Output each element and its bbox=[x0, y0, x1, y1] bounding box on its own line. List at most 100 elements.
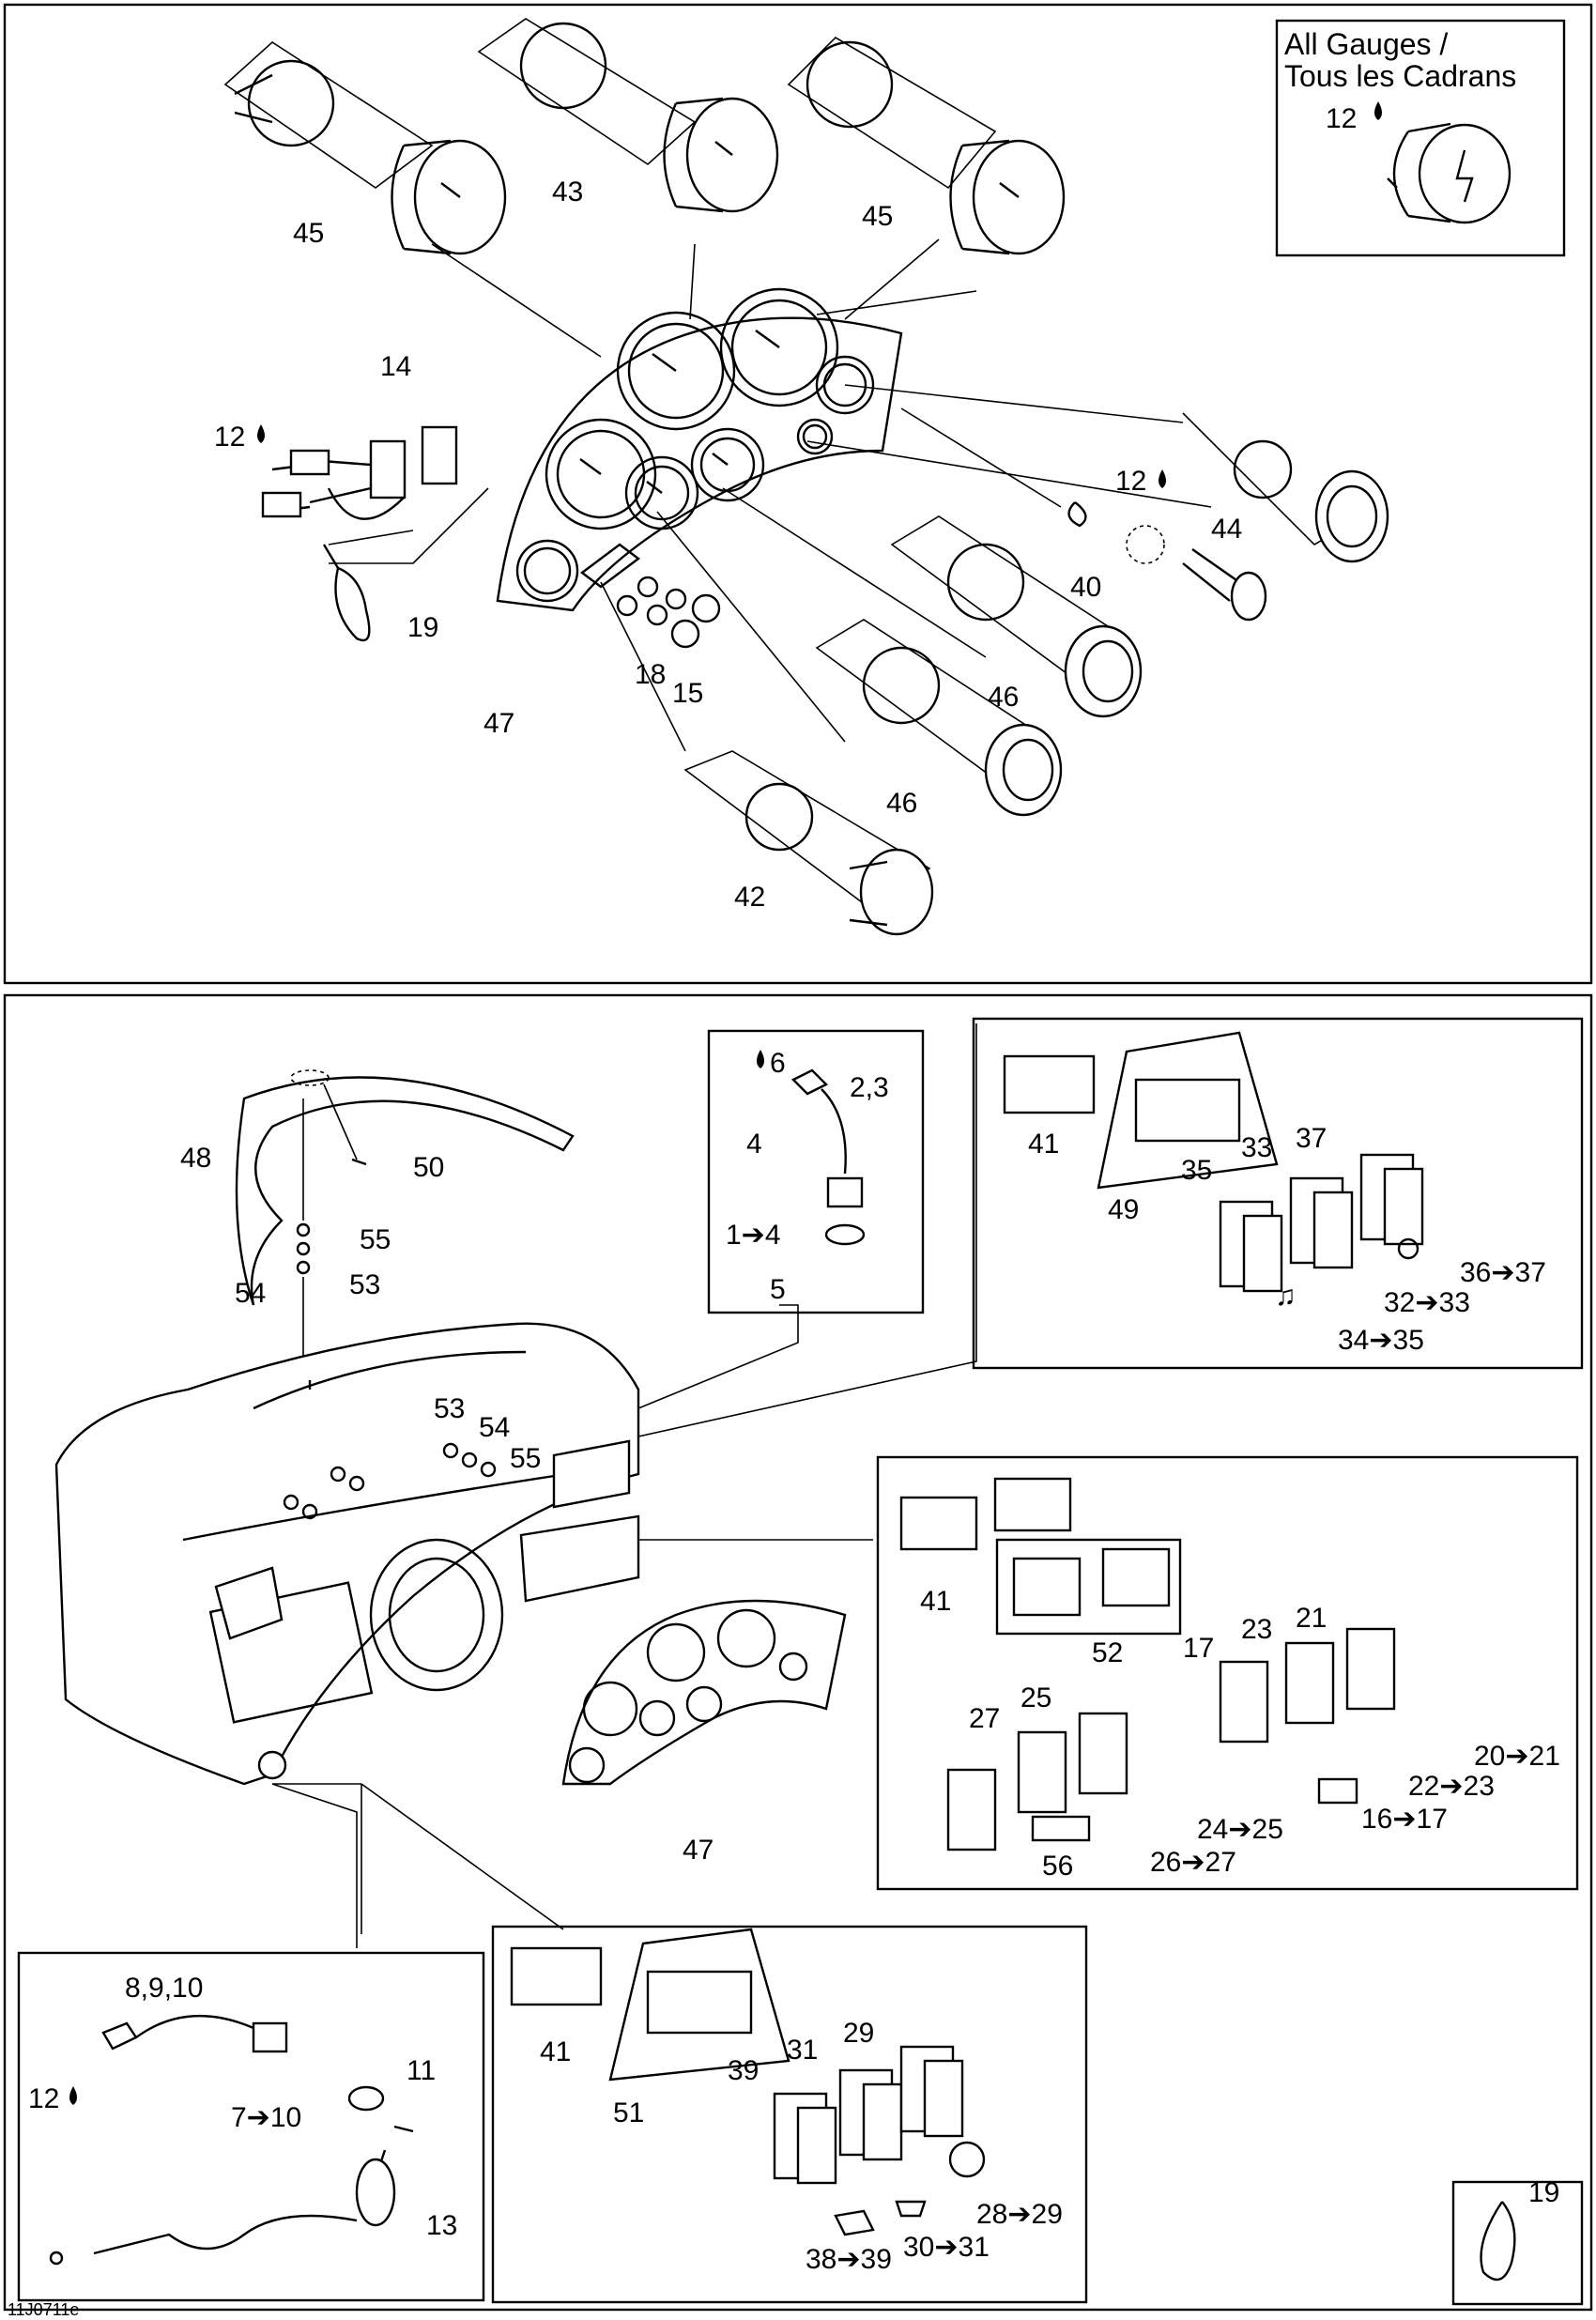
callout-33: 33 bbox=[1241, 1132, 1272, 1163]
callout-17: 17 bbox=[1183, 1633, 1214, 1664]
gauge-45-left bbox=[223, 40, 507, 255]
callout-35: 35 bbox=[1181, 1155, 1212, 1186]
gauge-45-right bbox=[787, 36, 1066, 255]
legend-callout: 12 bbox=[1326, 103, 1357, 134]
callout-26-27: 26➔27 bbox=[1150, 1847, 1236, 1878]
switch-box-51 bbox=[491, 1925, 1088, 2304]
leader-lines-bottom-b bbox=[271, 1783, 564, 1948]
callout-29: 29 bbox=[843, 2018, 874, 2049]
callout-19-bottom: 19 bbox=[1528, 2177, 1559, 2208]
callout-12-switch: 12 bbox=[214, 422, 245, 453]
leader-lines-bottom bbox=[272, 1023, 977, 1934]
callout-37: 37 bbox=[1296, 1123, 1327, 1154]
callout-19-top: 19 bbox=[407, 612, 438, 643]
lubricant-drop-icon bbox=[757, 1050, 764, 1068]
gauge-46-upper bbox=[890, 515, 1143, 718]
callout-21: 21 bbox=[1296, 1603, 1327, 1634]
callout-7-10: 7➔10 bbox=[231, 2102, 301, 2133]
callout-55-shield: 55 bbox=[360, 1224, 391, 1255]
all-gauges-legend-box: All Gauges / Tous les Cadrans 12 bbox=[1275, 19, 1566, 257]
callout-45-right: 45 bbox=[862, 201, 893, 232]
gauge-44 bbox=[1182, 412, 1389, 563]
legend-line-1: All Gauges / bbox=[1284, 27, 1448, 61]
callout-4: 4 bbox=[746, 1129, 762, 1160]
callout-23: 23 bbox=[1241, 1614, 1272, 1645]
figure-code: 11J0711e bbox=[8, 2300, 79, 2319]
callout-44: 44 bbox=[1211, 514, 1242, 545]
leader-key bbox=[637, 1304, 799, 1409]
callout-41-a: 41 bbox=[1028, 1129, 1059, 1160]
callout-50: 50 bbox=[413, 1152, 444, 1183]
callout-36-37: 36➔37 bbox=[1460, 1257, 1546, 1288]
gauge-46-lower bbox=[815, 619, 1063, 817]
legend-line-2: Tous les Cadrans bbox=[1284, 59, 1516, 93]
callout-12-knob: 12 bbox=[1115, 466, 1146, 497]
gauge-dash-panel-47-bottom bbox=[561, 1599, 847, 1786]
callout-11: 11 bbox=[407, 2055, 436, 2086]
callout-32-33: 32➔33 bbox=[1384, 1287, 1470, 1318]
callout-38-39: 38➔39 bbox=[806, 2244, 892, 2275]
cable-tie-19-box bbox=[1451, 2180, 1584, 2306]
callout-45-left: 45 bbox=[293, 218, 324, 249]
callout-18: 18 bbox=[635, 659, 666, 690]
ignition-key-box bbox=[707, 1029, 925, 1314]
callout-54-shield: 54 bbox=[235, 1278, 266, 1309]
dash-console bbox=[54, 1322, 640, 1786]
callout-52: 52 bbox=[1092, 1637, 1123, 1668]
lamps-18-15 bbox=[616, 576, 721, 649]
leader-lines-top-b bbox=[600, 384, 1212, 752]
callout-47-top: 47 bbox=[483, 708, 514, 739]
lubricant-drop-icon bbox=[69, 2086, 77, 2105]
callout-28-29: 28➔29 bbox=[976, 2199, 1063, 2230]
callout-24-25: 24➔25 bbox=[1197, 1814, 1283, 1845]
lanyard-box bbox=[17, 1951, 485, 2302]
callout-49: 49 bbox=[1108, 1194, 1139, 1225]
callout-56: 56 bbox=[1042, 1851, 1073, 1882]
callout-51: 51 bbox=[613, 2097, 644, 2128]
callout-41-b: 41 bbox=[920, 1586, 951, 1617]
lubricant-drop-icon bbox=[1374, 101, 1382, 120]
callout-2-3: 2,3 bbox=[850, 1072, 889, 1103]
lubricant-drop-icon bbox=[257, 424, 265, 443]
callout-34-35: 34➔35 bbox=[1338, 1325, 1424, 1356]
callout-14: 14 bbox=[380, 351, 411, 382]
callout-16-17: 16➔17 bbox=[1361, 1804, 1448, 1835]
callout-1-4: 1➔4 bbox=[726, 1220, 781, 1251]
callout-40: 40 bbox=[1070, 572, 1101, 603]
leader-lines-top-a bbox=[431, 238, 977, 358]
callout-15: 15 bbox=[672, 678, 703, 709]
lubricant-drop-icon bbox=[1159, 469, 1166, 488]
callout-8-9-10: 8,9,10 bbox=[125, 1973, 203, 2004]
callout-43: 43 bbox=[552, 177, 583, 207]
callout-48: 48 bbox=[180, 1143, 211, 1174]
callout-47-bottom: 47 bbox=[683, 1835, 714, 1866]
callout-27: 27 bbox=[969, 1703, 1000, 1734]
callout-53-console: 53 bbox=[434, 1393, 465, 1424]
switch-box-49 bbox=[972, 1017, 1584, 1370]
windshield-48 bbox=[235, 1069, 575, 1357]
callout-22-23: 22➔23 bbox=[1408, 1771, 1495, 1802]
callout-46-upper: 46 bbox=[988, 682, 1019, 713]
callout-20-21: 20➔21 bbox=[1474, 1741, 1560, 1772]
bottom-panel-frame bbox=[3, 993, 1593, 2312]
callout-12-lanyard: 12 bbox=[28, 2083, 59, 2114]
callout-42: 42 bbox=[734, 882, 765, 913]
gauge-cap-icon bbox=[1387, 122, 1512, 224]
switch-box-52 bbox=[876, 1455, 1579, 1891]
part-40-knob bbox=[1067, 501, 1267, 622]
callout-6: 6 bbox=[770, 1048, 786, 1079]
gauge-43 bbox=[477, 18, 779, 213]
callout-25: 25 bbox=[1021, 1682, 1051, 1713]
callout-53-shield: 53 bbox=[349, 1269, 380, 1300]
switches-14 bbox=[261, 425, 489, 564]
callout-54-console: 54 bbox=[479, 1412, 510, 1443]
gauge-dash-panel-47-top bbox=[496, 287, 903, 612]
cable-tie-19-top bbox=[322, 544, 371, 642]
callout-30-31: 30➔31 bbox=[903, 2232, 990, 2263]
callout-5: 5 bbox=[770, 1274, 786, 1305]
callout-39: 39 bbox=[728, 2055, 759, 2086]
top-panel-frame bbox=[3, 3, 1593, 985]
gauge-42 bbox=[683, 750, 934, 936]
horn-icon: ♫ bbox=[1275, 1281, 1297, 1312]
